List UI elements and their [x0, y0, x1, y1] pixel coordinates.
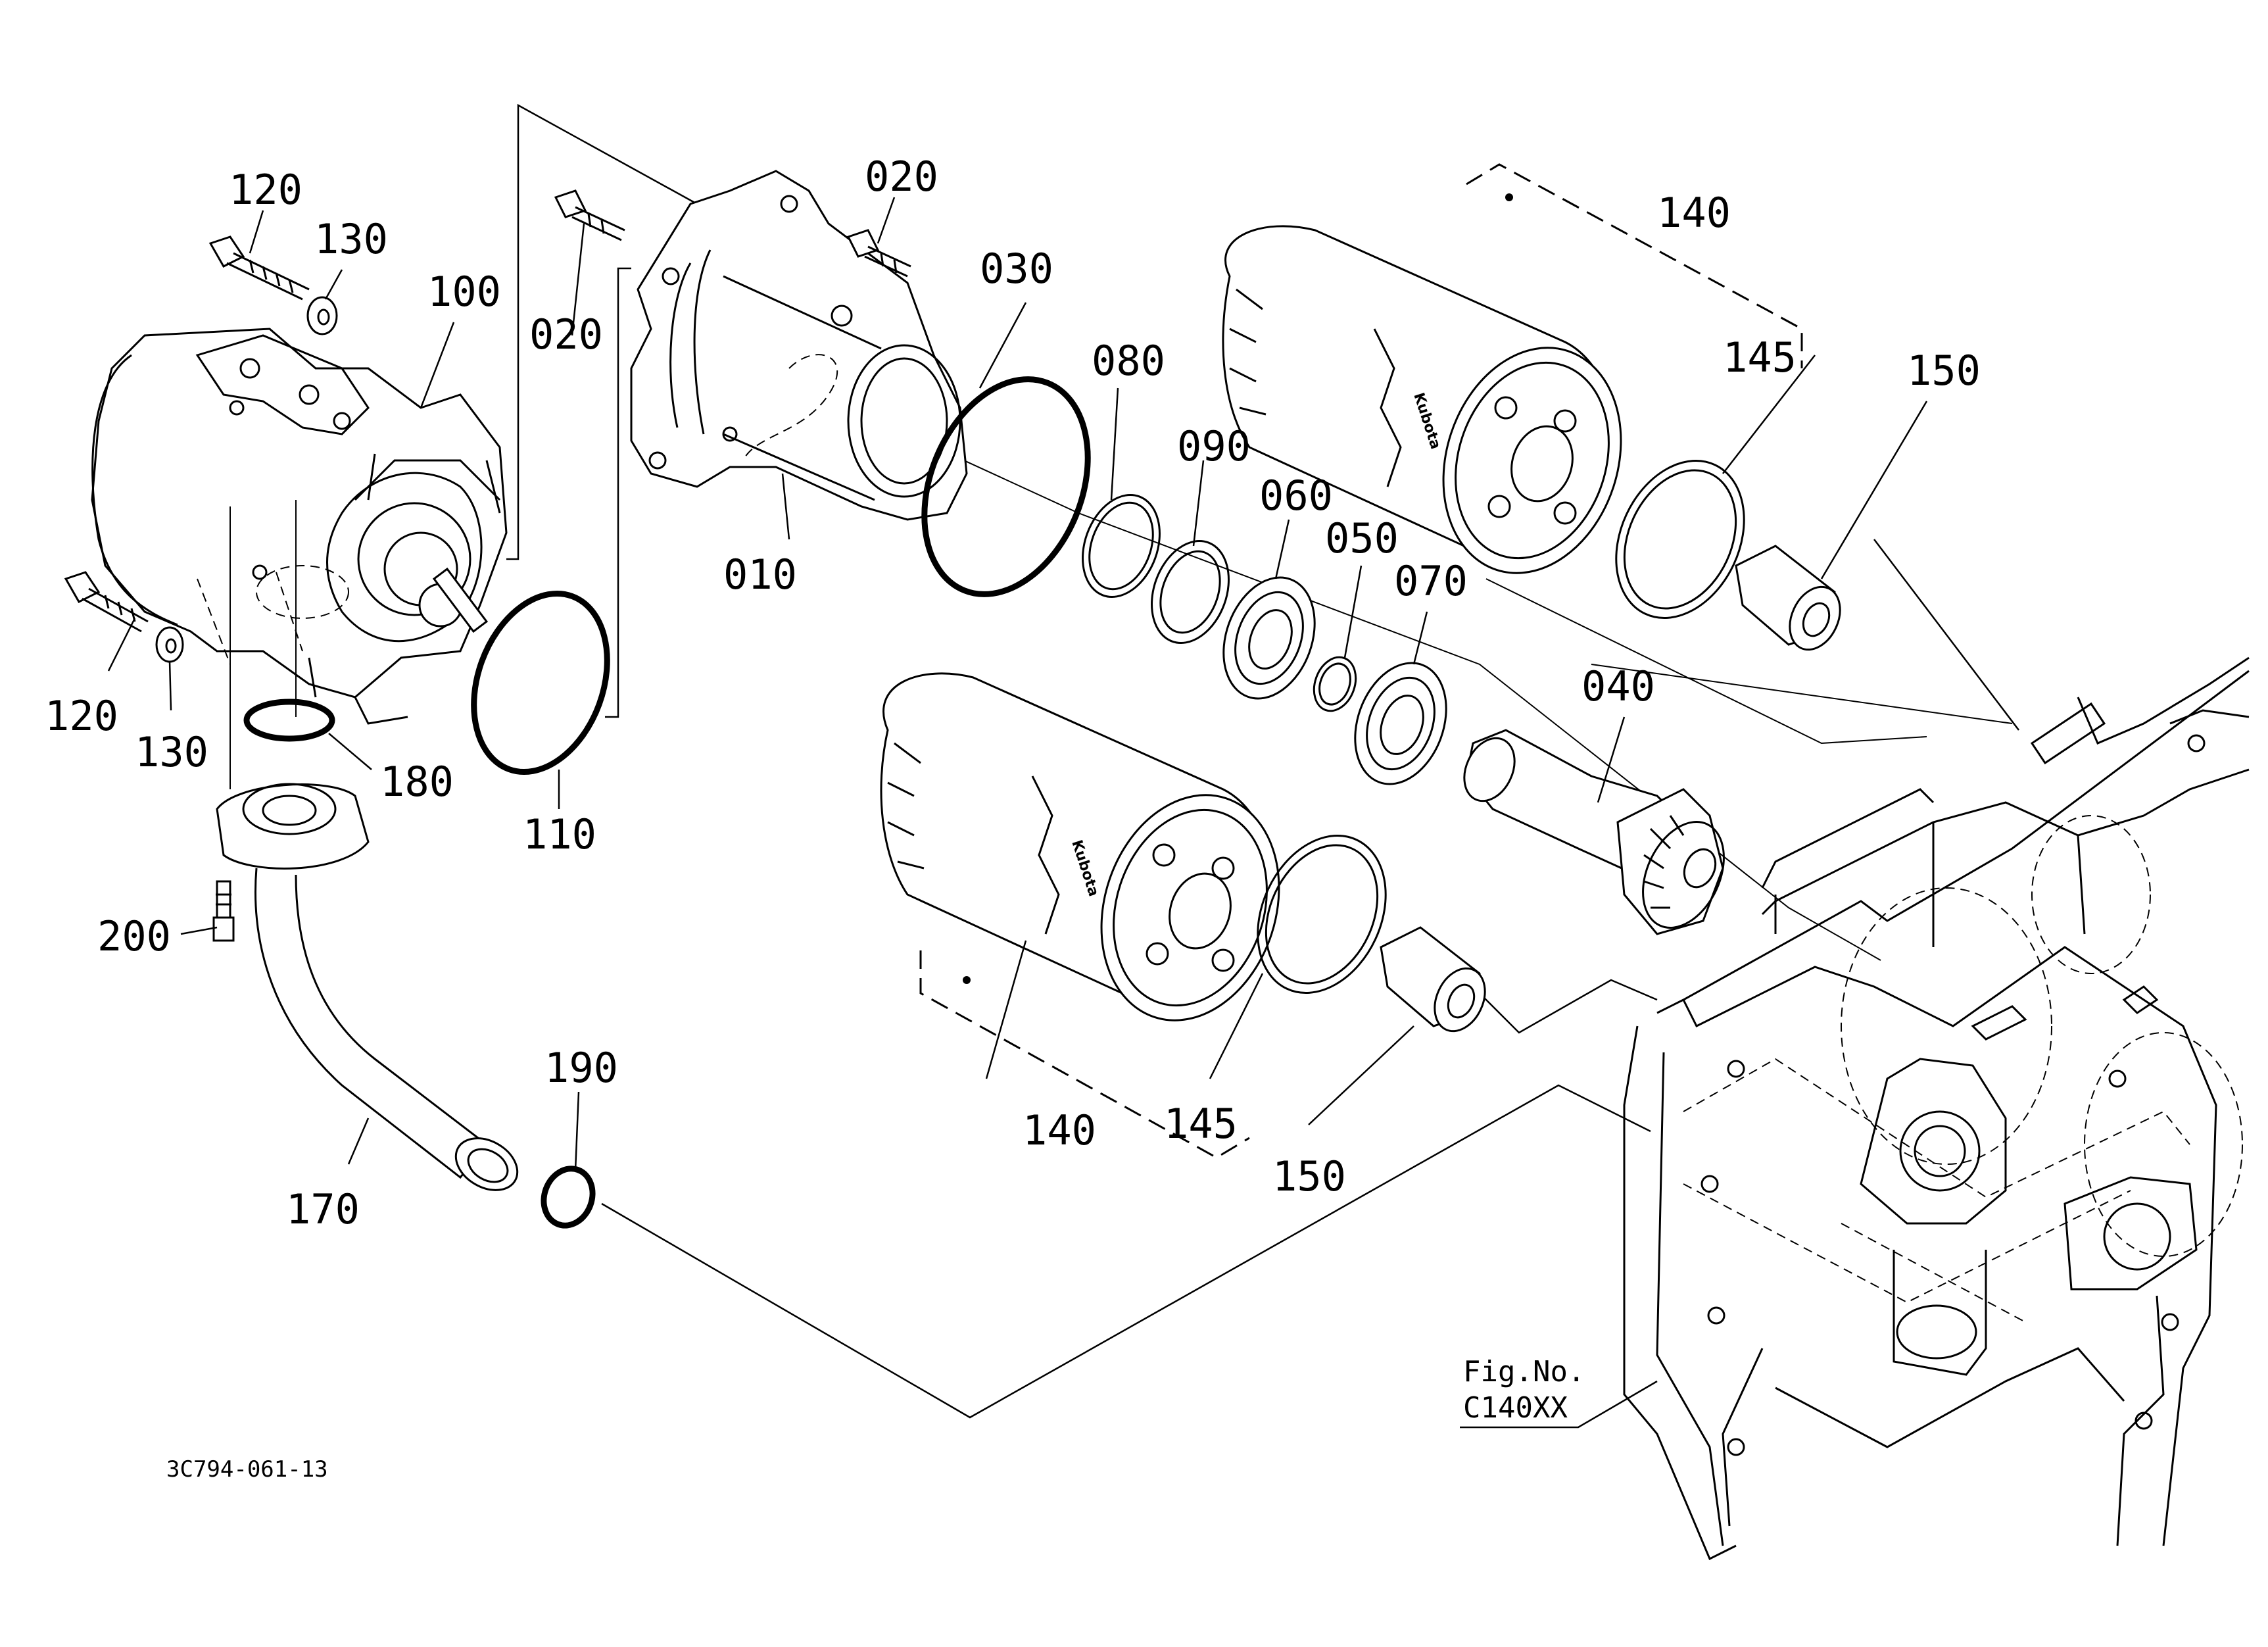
- label-040: 040: [1581, 662, 1655, 710]
- label-145-bottom: 145: [1164, 1100, 1238, 1148]
- label-120-bottom: 120: [45, 692, 118, 740]
- label-180: 180: [380, 758, 454, 806]
- label-170: 170: [286, 1185, 360, 1233]
- label-190: 190: [544, 1044, 618, 1092]
- label-090: 090: [1177, 422, 1251, 470]
- suction-pipe-170: [216, 500, 519, 1191]
- label-130-bottom: 130: [135, 728, 208, 776]
- group-bracket-140-top: [1466, 163, 1803, 368]
- assembly-lines: [506, 103, 2019, 1419]
- o-ring-030: [921, 376, 1091, 597]
- drawing-number: 3C794-061-13: [166, 1456, 328, 1483]
- circlip-080: [1082, 494, 1161, 598]
- shim-090: [1151, 540, 1230, 644]
- nipple-150-bottom: [1380, 926, 1486, 1033]
- gasket-145-top-inner: [1623, 469, 1737, 610]
- washer-130-top: [306, 296, 338, 335]
- label-070: 070: [1394, 557, 1468, 605]
- fig-no-value: C140XX: [1463, 1391, 1568, 1425]
- gasket-145-bottom: [1257, 834, 1387, 995]
- label-010: 010: [723, 551, 797, 599]
- label-120-top: 120: [229, 166, 302, 214]
- label-140-bottom: 140: [1023, 1106, 1096, 1154]
- transmission-case: [1623, 656, 2250, 1561]
- label-200: 200: [97, 912, 171, 960]
- o-ring-110: [471, 590, 610, 775]
- gear-shaft-040: [1463, 729, 1725, 935]
- label-100: 100: [427, 268, 501, 316]
- nipple-150-top: [1735, 545, 1841, 651]
- fig-no-label: Fig.No.: [1463, 1355, 1585, 1389]
- gasket-145-top: [1615, 459, 1745, 620]
- label-130-top: 130: [314, 215, 388, 263]
- o-ring-190: [541, 1166, 596, 1229]
- label-150-top: 150: [1907, 347, 1981, 395]
- circlip-050: [1313, 656, 1357, 712]
- leader-lines: [107, 197, 1928, 1429]
- bolt-020-right: [846, 229, 911, 278]
- bearing-070: [1354, 662, 1447, 785]
- bolt-120-top: [208, 235, 310, 301]
- bolt-020-left: [554, 189, 625, 241]
- bolt-120-bottom: [64, 571, 149, 633]
- filter-adapter-010: [630, 170, 968, 521]
- label-030: 030: [980, 245, 1053, 293]
- callout-labels: 120 130 100 020 020 030 010 080 090 060 …: [45, 153, 1981, 1233]
- label-050: 050: [1325, 514, 1399, 562]
- group-dot-bottom: [963, 976, 971, 984]
- label-020-left: 020: [529, 310, 603, 358]
- label-140-top: 140: [1657, 189, 1731, 237]
- label-060: 060: [1259, 472, 1333, 520]
- gasket-145-bottom-inner: [1265, 844, 1379, 985]
- oil-filter-140-top: Kubota: [1222, 225, 1622, 574]
- o-ring-180: [243, 699, 335, 742]
- bolt-200: [212, 880, 235, 942]
- hydraulic-pump-100: [91, 328, 508, 725]
- oil-filter-140-bottom: Kubota: [880, 672, 1280, 1021]
- bearing-060: [1222, 576, 1316, 700]
- label-145-top: 145: [1723, 333, 1797, 381]
- label-080: 080: [1092, 337, 1165, 385]
- group-bracket-140-bottom: [919, 950, 1250, 1159]
- group-dot-top: [1505, 193, 1513, 201]
- label-150-bottom: 150: [1272, 1152, 1346, 1200]
- washer-130-bottom: [155, 626, 184, 663]
- label-110: 110: [523, 810, 596, 858]
- label-020-right: 020: [865, 153, 938, 201]
